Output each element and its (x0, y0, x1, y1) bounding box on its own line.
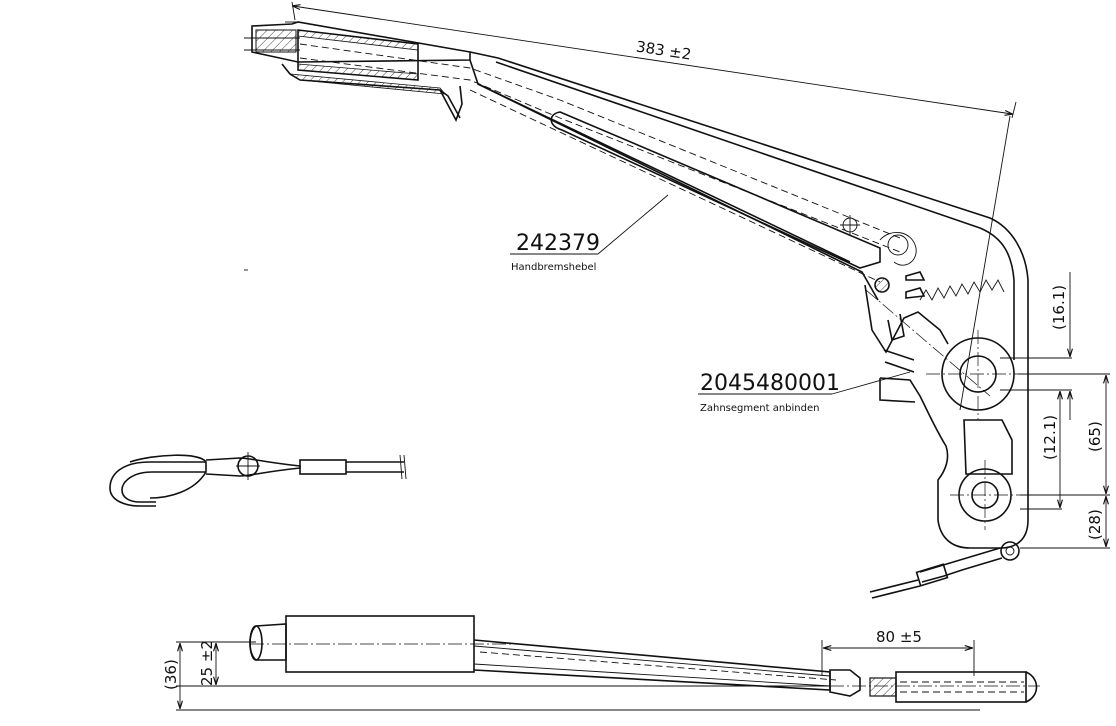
part-description-2045480001: Zahnsegment anbinden (700, 403, 819, 414)
part-number-2045480001: 2045480001 (700, 371, 840, 396)
lever-main-view (244, 21, 1060, 599)
part-description-242379: Handbremshebel (511, 262, 596, 273)
cable-hook-detail (109, 452, 407, 507)
dim-25: 25 ±2 (198, 640, 216, 686)
dimension-length-main: 383 ±2 (291, 1, 1017, 411)
dim-80: 80 ±5 (876, 628, 922, 646)
lever-bracket (864, 232, 1060, 549)
part-leaders (510, 194, 911, 395)
part-callout-242379: 242379 Handbremshebel (511, 231, 600, 273)
dim-12-1: (12.1) (1041, 415, 1059, 460)
dim-36: (36) (162, 659, 180, 690)
dimension-vertical-right: (16.1) (12.1) (65) (28) (1000, 272, 1110, 549)
lever-grip-section (244, 21, 471, 122)
side-view (176, 615, 1040, 711)
part-callout-2045480001: 2045480001 Zahnsegment anbinden (700, 371, 840, 414)
dimension-side-view: (36) 25 ±2 80 ±5 (162, 628, 975, 708)
dim-65: (65) (1086, 421, 1104, 452)
dim-length-label: 383 ±2 (635, 38, 693, 64)
dim-28: (28) (1086, 509, 1104, 540)
part-number-242379: 242379 (516, 231, 600, 256)
lower-cable-link (869, 541, 1020, 599)
dim-16-1: (16.1) (1050, 285, 1068, 330)
